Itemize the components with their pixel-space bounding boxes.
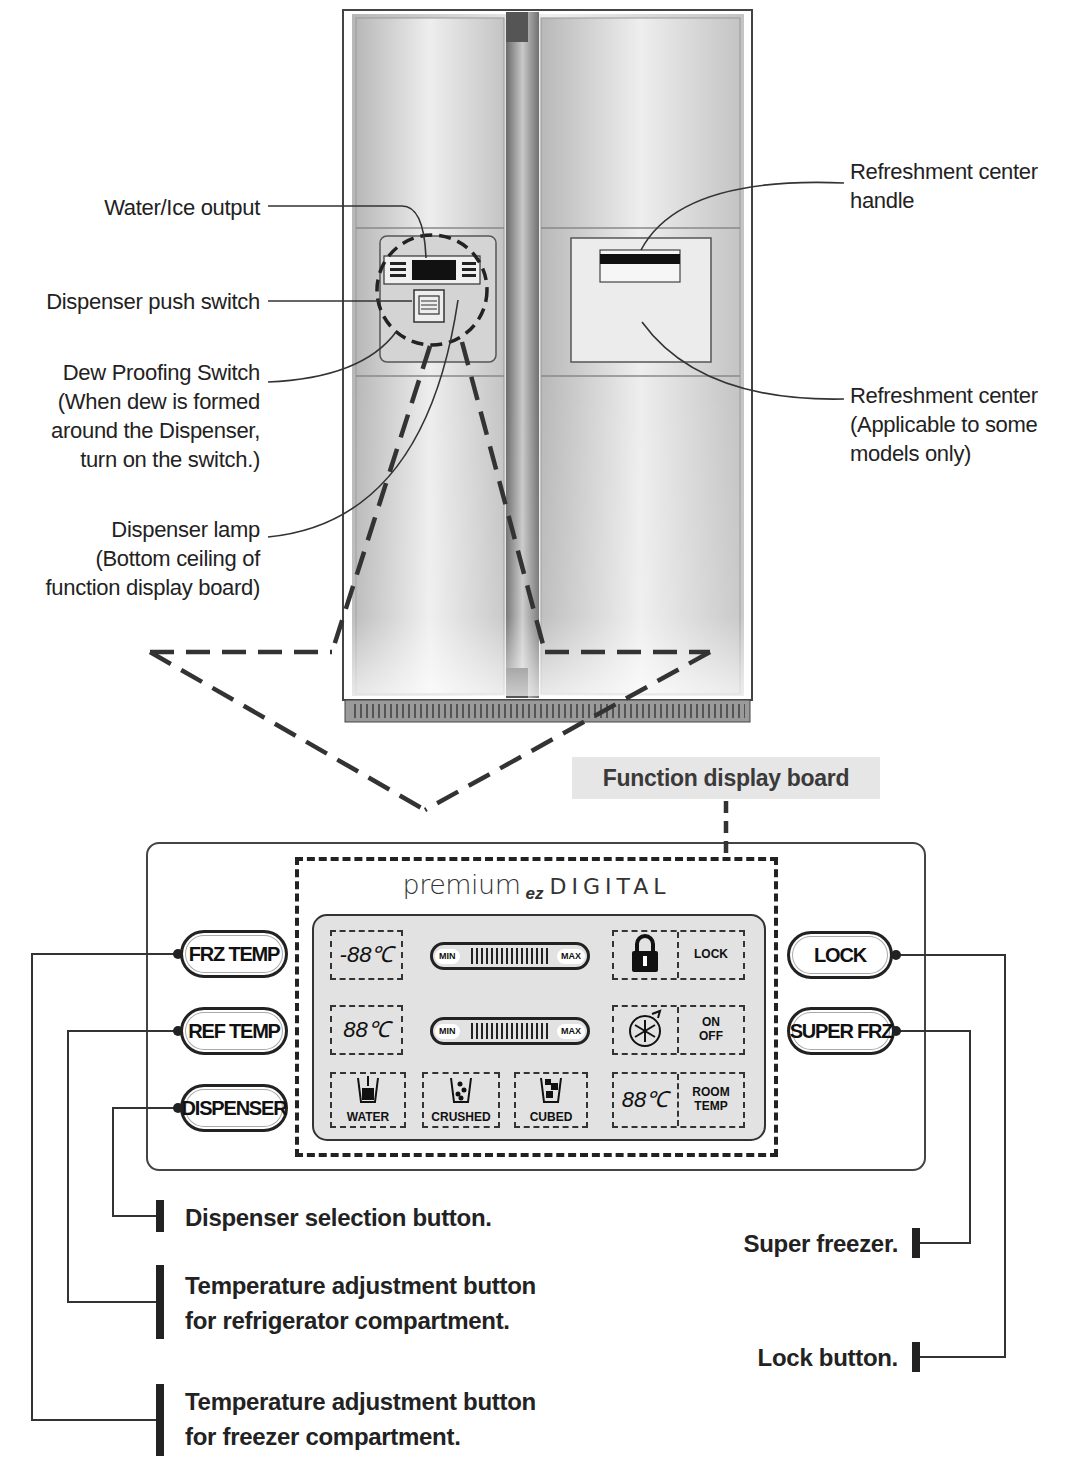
super-freeze-indicator: ON OFF: [612, 1005, 745, 1055]
panel-button: DISPENSER: [180, 1084, 288, 1132]
button-description: Lock button.: [560, 1340, 898, 1375]
node-text: 88℃: [343, 1019, 389, 1041]
panel-button: SUPER FRZ: [787, 1007, 895, 1055]
dispenser-mode: CRUSHED: [422, 1072, 500, 1128]
fridge-outline: [343, 10, 752, 700]
panel-button: LOCK: [787, 931, 893, 979]
node-text: premium: [403, 871, 521, 898]
node-text: ez: [526, 885, 544, 902]
level-bar: MIN MAX: [430, 942, 590, 970]
callout-connector: [724, 801, 729, 857]
button-description: Temperature adjustment button for refrig…: [185, 1268, 560, 1338]
leader-lines: [268, 182, 844, 537]
node-text: SUPER FRZ: [790, 1021, 893, 1041]
callout-label: Refreshment center handle: [850, 157, 1070, 215]
node-text: LOCK: [814, 945, 866, 965]
node-text: CRUSHED: [431, 1111, 490, 1123]
node-text: ROOM TEMP: [677, 1074, 743, 1126]
handle-top: [506, 12, 528, 42]
fridge-base: [345, 700, 750, 722]
dispenser-display: [384, 256, 480, 284]
crushed-ice-icon: [451, 1078, 471, 1102]
node-text: DIGITAL: [549, 876, 670, 898]
wire-dots: [173, 949, 901, 1113]
room-temp-indicator: 88℃ROOM TEMP: [612, 1072, 745, 1128]
callout-label: Water/Ice output: [40, 193, 260, 222]
callout-label: Dispenser lamp (Bottom ceiling of functi…: [38, 515, 260, 602]
node-text: MAX: [557, 1024, 585, 1039]
level-ticks: [470, 1023, 550, 1039]
temp-segment: -88℃: [330, 930, 403, 980]
node-text: WATER: [347, 1111, 389, 1123]
control-panel: [147, 843, 925, 1170]
water-icon: [358, 1076, 378, 1102]
dispenser-mode: WATER: [330, 1072, 406, 1128]
button-description: Temperature adjustment button for freeze…: [185, 1384, 560, 1454]
node-text: REF TEMP: [188, 1021, 280, 1041]
refreshment-center: [571, 238, 711, 362]
lcd-screen: [313, 915, 765, 1140]
dispenser-mode: CUBED: [514, 1072, 588, 1128]
refreshment-handle: [600, 250, 680, 282]
fridge-body: [352, 14, 744, 696]
push-switch: [414, 290, 444, 322]
dispenser-zoom-circle: [377, 235, 487, 345]
button-description: Dispenser selection button.: [185, 1200, 605, 1235]
label-bars: [156, 1200, 920, 1456]
button-wires: [32, 954, 1005, 1420]
snowflake-icon: [630, 1011, 660, 1046]
node-text: -88℃: [340, 944, 394, 966]
node-text: FRZ TEMP: [189, 944, 279, 964]
node-text: CUBED: [530, 1111, 573, 1123]
node-text: MIN: [435, 949, 460, 964]
callout-label: Dew Proofing Switch (When dew is formed …: [25, 358, 260, 474]
level-bar: MIN MAX: [430, 1017, 590, 1045]
node-text: ON OFF: [677, 1007, 743, 1053]
display-region: premium ez DIGITAL -88℃ MIN MAX LOCK 88℃ MIN MAX O…: [295, 857, 778, 1157]
button-description: Super freezer.: [560, 1226, 898, 1261]
lock-indicator: LOCK: [612, 930, 745, 980]
node-text: Function display board: [603, 767, 849, 790]
callout-label: Dispenser push switch: [5, 287, 260, 316]
node-text: 88℃: [614, 1074, 676, 1126]
label-box: Function display board: [572, 757, 880, 799]
panel-button: FRZ TEMP: [180, 930, 288, 978]
node-text: DISPENSER: [182, 1098, 287, 1118]
node-text: MIN: [435, 1024, 460, 1039]
lock-icon: [632, 936, 658, 972]
callout-label: Refreshment center (Applicable to some m…: [850, 381, 1070, 468]
panel-button: REF TEMP: [180, 1007, 288, 1055]
temp-segment: 88℃: [330, 1005, 403, 1055]
cubed-ice-icon: [541, 1078, 561, 1102]
node-text: LOCK: [677, 932, 743, 978]
node-text: MAX: [557, 949, 585, 964]
level-ticks: [470, 948, 550, 964]
